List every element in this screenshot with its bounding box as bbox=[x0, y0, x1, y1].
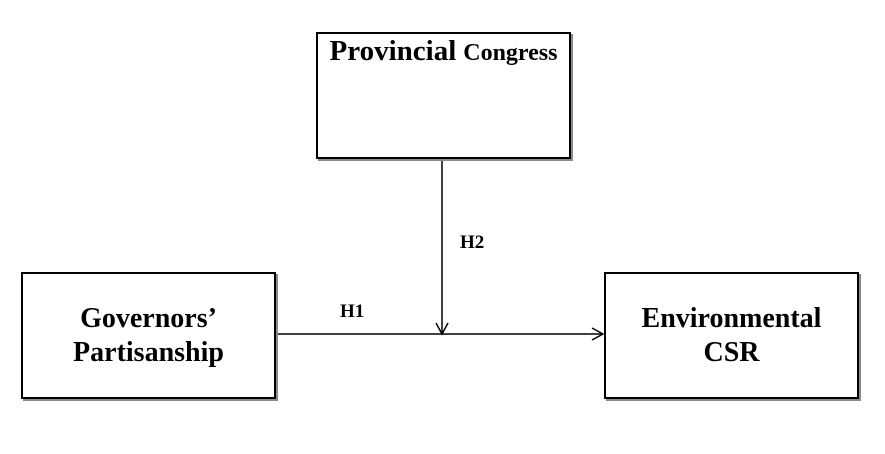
provincial-congress-box: Provincial Congress bbox=[316, 32, 571, 159]
arrow-h2-head bbox=[435, 322, 449, 336]
governors-partisanship-label-line2: Partisanship bbox=[73, 336, 224, 368]
h1-label: H1 bbox=[340, 301, 365, 322]
governors-partisanship-box: Governors’ Partisanship bbox=[21, 272, 276, 399]
arrow-h1-head bbox=[591, 327, 605, 341]
governors-partisanship-label-line1: Governors’ bbox=[80, 302, 217, 334]
environmental-csr-label-line2: CSR bbox=[703, 336, 760, 368]
h2-label: H2 bbox=[460, 232, 485, 253]
environmental-csr-box: Environmental CSR bbox=[604, 272, 859, 399]
provincial-congress-label-part2: Congress bbox=[463, 40, 558, 66]
provincial-congress-label-part1: Provincial bbox=[329, 35, 457, 67]
environmental-csr-label-line1: Environmental bbox=[641, 302, 822, 334]
